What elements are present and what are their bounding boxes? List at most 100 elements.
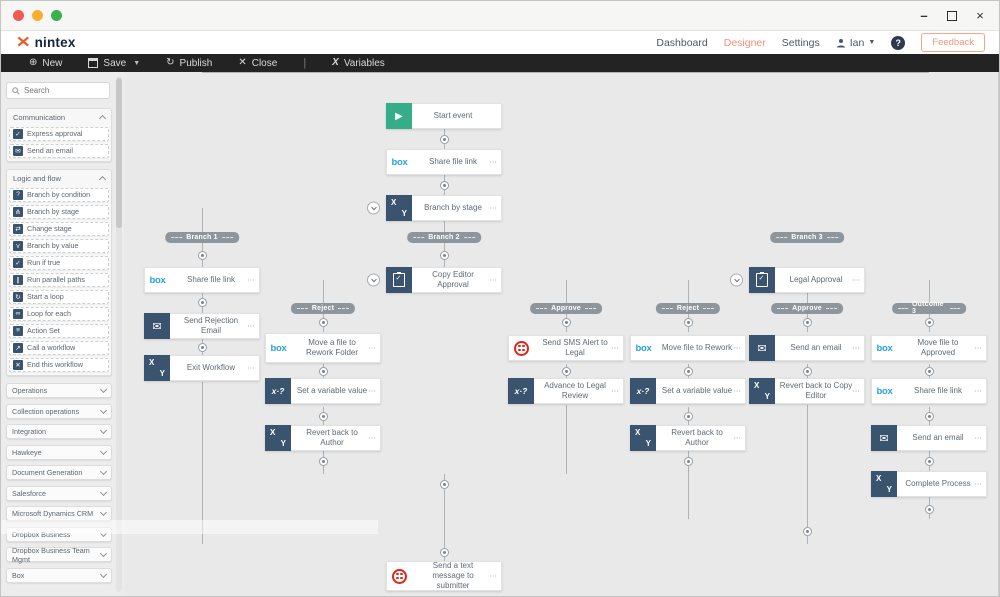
add-action-junction[interactable] xyxy=(439,547,449,557)
sidebar-scrollbar-thumb[interactable] xyxy=(116,78,122,228)
node-menu-icon[interactable]: ⋯ xyxy=(852,343,861,353)
sidebar-scrollbar-track[interactable] xyxy=(116,76,122,592)
node-send-an-email[interactable]: ✉Send an email⋯ xyxy=(871,425,987,451)
section-header-communication[interactable]: Communication xyxy=(9,111,109,124)
node-menu-icon[interactable]: ⋯ xyxy=(733,386,742,396)
add-action-junction[interactable] xyxy=(683,366,693,376)
add-action-junction[interactable] xyxy=(683,411,693,421)
collapse-branch-icon[interactable] xyxy=(367,201,380,215)
sidebar-section-box[interactable]: Box xyxy=(6,567,112,583)
node-menu-icon[interactable]: ⋯ xyxy=(489,157,498,167)
user-menu[interactable]: Ian ▼ xyxy=(836,37,875,49)
save-button[interactable]: Save ▼ xyxy=(88,58,140,69)
add-action-junction[interactable] xyxy=(802,366,812,376)
node-menu-icon[interactable]: ⋯ xyxy=(852,386,861,396)
collapse-branch-icon[interactable] xyxy=(367,273,380,287)
sidebar-item-send-an-email[interactable]: ✉Send an email xyxy=(9,143,109,158)
add-action-junction[interactable] xyxy=(318,317,328,327)
sidebar-item-call-a-workflow[interactable]: ↗Call a workflow xyxy=(9,340,109,355)
sidebar-item-start-a-loop[interactable]: ↻Start a loop xyxy=(9,289,109,304)
nav-settings[interactable]: Settings xyxy=(781,36,820,49)
branch-label-approve[interactable]: Approve xyxy=(530,302,602,314)
sidebar-section-operations[interactable]: Operations xyxy=(6,383,112,398)
minimize-icon[interactable]: – xyxy=(920,8,928,23)
branch-label-approve[interactable]: Approve xyxy=(771,302,843,314)
sidebar-item-express-approval[interactable]: ✓Express approval xyxy=(9,126,109,141)
close-button[interactable]: ✕ Close xyxy=(238,58,277,69)
add-action-junction[interactable] xyxy=(561,317,571,327)
add-action-junction[interactable] xyxy=(197,297,207,307)
sidebar-section-hawkeye[interactable]: Hawkeye xyxy=(6,444,112,460)
sidebar-item-loop-for-each[interactable]: ∞Loop for each xyxy=(9,306,109,321)
node-menu-icon[interactable]: ⋯ xyxy=(974,433,983,443)
add-action-junction[interactable] xyxy=(318,411,328,421)
node-menu-icon[interactable]: ⋯ xyxy=(489,571,498,581)
node-start-event[interactable]: ▶Start event xyxy=(386,103,502,129)
sidebar-item-branch-by-stage[interactable]: ⋔Branch by stage xyxy=(9,204,109,219)
variables-button[interactable]: X Variables xyxy=(332,58,385,69)
close-window-icon[interactable]: × xyxy=(976,8,984,23)
branch-label-branch-2[interactable]: Branch 2 xyxy=(407,231,481,243)
search-box[interactable] xyxy=(6,82,110,99)
add-action-junction[interactable] xyxy=(683,317,693,327)
sidebar-section-dropbox-business[interactable]: Dropbox Business xyxy=(6,526,112,542)
add-action-junction[interactable] xyxy=(439,134,449,144)
add-action-junction[interactable] xyxy=(318,456,328,466)
node-menu-icon[interactable]: ⋯ xyxy=(489,275,498,285)
node-menu-icon[interactable]: ⋯ xyxy=(733,343,742,353)
add-action-junction[interactable] xyxy=(439,250,449,260)
branch-label-reject[interactable]: Reject xyxy=(655,302,721,314)
maximize-icon[interactable] xyxy=(945,9,959,23)
save-dropdown-icon[interactable]: ▼ xyxy=(133,59,141,67)
sidebar-item-branch-by-condition[interactable]: ?Branch by condition xyxy=(9,187,109,202)
add-action-junction[interactable] xyxy=(318,366,328,376)
node-menu-icon[interactable]: ⋯ xyxy=(974,343,983,353)
collapse-branch-icon[interactable] xyxy=(730,273,743,287)
node-menu-icon[interactable]: ⋯ xyxy=(611,343,620,353)
nav-dashboard[interactable]: Dashboard xyxy=(656,36,708,49)
node-set-a-variable-value[interactable]: x·?Set a variable value⋯ xyxy=(265,378,381,404)
node-set-a-variable-value[interactable]: x·?Set a variable value⋯ xyxy=(630,378,746,404)
node-legal-approval[interactable]: Legal Approval⋯ xyxy=(730,267,865,293)
add-action-junction[interactable] xyxy=(924,504,934,514)
mac-minimize-icon[interactable] xyxy=(32,10,43,21)
branch-label-outcome-3[interactable]: Outcome 3 xyxy=(892,301,966,315)
add-action-junction[interactable] xyxy=(924,456,934,466)
node-menu-icon[interactable]: ⋯ xyxy=(247,275,256,285)
publish-button[interactable]: ↻ Publish xyxy=(166,58,212,69)
sidebar-section-salesforce[interactable]: Salesforce xyxy=(6,485,112,501)
add-action-junction[interactable] xyxy=(924,317,934,327)
node-menu-icon[interactable]: ⋯ xyxy=(368,343,377,353)
branch-label-branch-3[interactable]: Branch 3 xyxy=(770,231,844,243)
add-action-junction[interactable] xyxy=(439,180,449,190)
node-send-a-text-message-to-submitter[interactable]: Send a text message to submitter⋯ xyxy=(386,561,502,591)
node-advance-to-legal-review[interactable]: x·?Advance to Legal Review⋯ xyxy=(508,378,624,404)
add-action-junction[interactable] xyxy=(924,366,934,376)
sidebar-section-integration[interactable]: Integration xyxy=(6,424,112,439)
mac-zoom-icon[interactable] xyxy=(51,10,62,21)
node-send-rejection-email[interactable]: ✉Send Rejection Email⋯ xyxy=(144,313,260,339)
sidebar-item-change-stage[interactable]: ⇄Change stage xyxy=(9,221,109,236)
nav-designer[interactable]: Designer xyxy=(723,36,766,49)
add-action-junction[interactable] xyxy=(197,250,207,260)
sidebar-item-branch-by-value[interactable]: ⋎Branch by value xyxy=(9,238,109,253)
section-header-logic-and-flow[interactable]: Logic and flow xyxy=(9,172,109,185)
add-action-junction[interactable] xyxy=(683,456,693,466)
mac-close-icon[interactable] xyxy=(13,10,24,21)
sidebar-section-collection-operations[interactable]: Collection operations xyxy=(6,403,112,419)
node-menu-icon[interactable]: ⋯ xyxy=(611,386,620,396)
add-action-junction[interactable] xyxy=(561,366,571,376)
node-menu-icon[interactable]: ⋯ xyxy=(974,386,983,396)
sidebar-item-action-set[interactable]: ≡Action Set xyxy=(9,323,109,338)
sidebar-item-run-if-true[interactable]: ✓Run if true xyxy=(9,255,109,270)
branch-label-reject[interactable]: Reject xyxy=(290,302,356,314)
sidebar-item-end-this-workflow[interactable]: ✕End this workflow xyxy=(9,357,109,372)
